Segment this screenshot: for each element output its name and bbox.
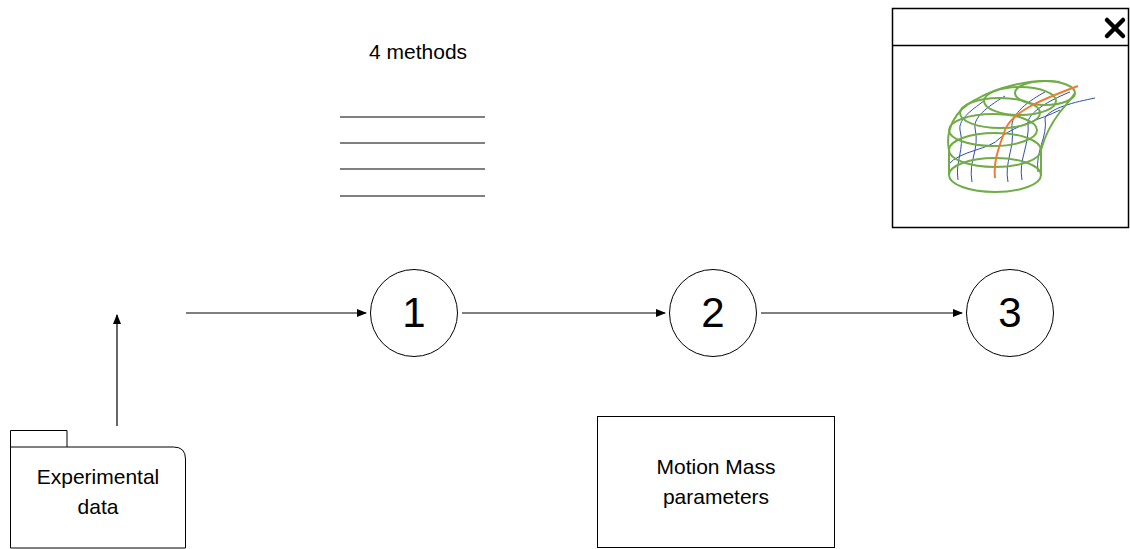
step-circle: 2 xyxy=(669,269,757,357)
step-circle: 3 xyxy=(966,269,1054,357)
arrow-segment xyxy=(116,315,117,426)
flow-arrow xyxy=(462,313,665,314)
node-text: 3 xyxy=(998,292,1021,334)
node-text: 1 xyxy=(402,292,425,334)
method-label: 4 methods xyxy=(369,40,467,64)
arrow-segment xyxy=(186,312,366,313)
tube-illustration xyxy=(948,81,1095,192)
arrow-segment xyxy=(462,312,665,313)
parameter-box: Motion Mass parameters xyxy=(597,416,835,548)
data-folder: Experimental data xyxy=(10,430,186,548)
arrow-segment xyxy=(761,312,962,313)
node-text: Motion Mass parameters xyxy=(631,452,801,513)
close-icon xyxy=(1107,20,1123,36)
method-list-lines xyxy=(340,117,485,196)
node-text: Experimental data xyxy=(23,462,173,523)
flow-arrow xyxy=(761,313,962,314)
node-text: 2 xyxy=(701,292,724,334)
folder-outline xyxy=(10,430,186,548)
flow-arrow xyxy=(117,313,366,426)
viewer-window xyxy=(893,9,1129,228)
step-circle: 1 xyxy=(370,269,458,357)
